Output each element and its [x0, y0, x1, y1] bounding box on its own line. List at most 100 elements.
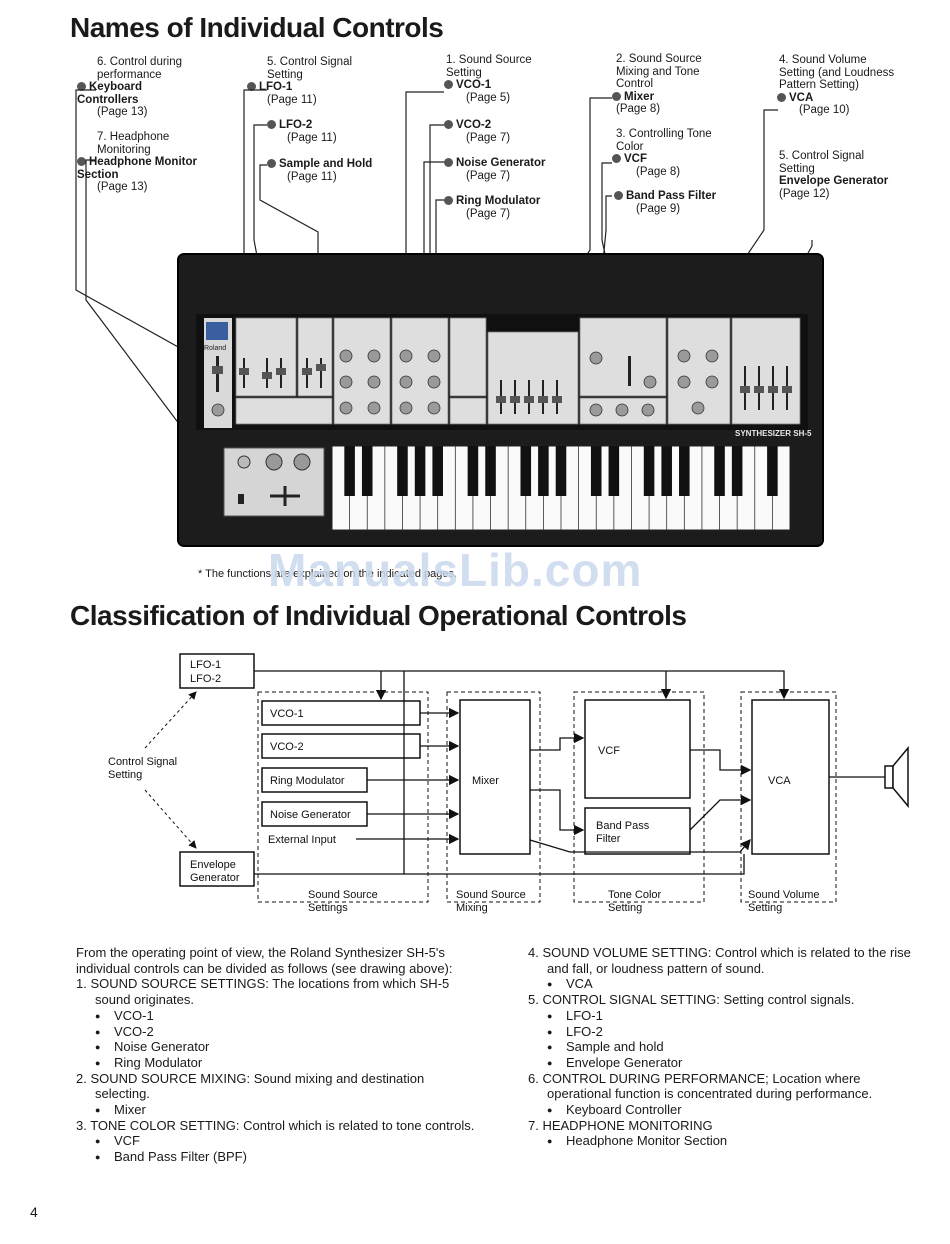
list-item: Band Pass Filter (BPF) — [76, 1149, 476, 1165]
black-key — [590, 446, 602, 496]
black-key — [555, 446, 567, 496]
knobs — [211, 349, 719, 417]
callout-ring-modulator: Ring Modulator (Page 7) — [444, 195, 540, 220]
callout-dot-icon — [77, 82, 86, 92]
diagram-vco1: VCO-1 — [270, 708, 304, 720]
callout-dot-icon — [612, 154, 621, 164]
list-item: VCA — [528, 976, 928, 992]
callout-envelope-generator: 5. Control Signal Setting Envelope Gener… — [779, 150, 889, 200]
diagram-ring-modulator: Ring Modulator — [270, 775, 345, 787]
blocks — [179, 653, 830, 887]
callout-dot-icon — [614, 191, 623, 201]
black-key — [731, 446, 743, 496]
black-key — [344, 446, 355, 496]
black-key — [467, 446, 479, 496]
diagram-lfo2: LFO-2 — [190, 673, 221, 685]
group-label-1b: Settings — [308, 902, 348, 914]
list-item: LFO-2 — [528, 1024, 928, 1040]
slider-caps — [212, 364, 792, 403]
black-key — [520, 446, 532, 496]
speaker-icon — [884, 745, 909, 809]
list-item: Sample and hold — [528, 1039, 928, 1055]
black-key — [397, 446, 408, 496]
black-key — [714, 446, 725, 496]
callout-headphone-monitor: 7. Headphone Monitoring Headphone Monito… — [77, 131, 197, 193]
callout-dot-icon — [777, 92, 786, 102]
item-6: 6. CONTROL DURING PERFORMANCE; Location … — [528, 1070, 873, 1102]
diagram-control-signal-1: Control Signal — [108, 756, 177, 768]
callout-dot-icon — [444, 196, 453, 206]
group-label-3a: Tone Color — [608, 889, 662, 901]
diagram-control-signal-2: Setting — [108, 769, 142, 781]
callout-dot-icon — [612, 91, 621, 101]
callout-dot-icon — [444, 80, 453, 90]
item-5: 5. CONTROL SIGNAL SETTING: Setting contr… — [528, 992, 855, 1008]
page-number: 4 — [30, 1204, 38, 1220]
black-key — [661, 446, 672, 496]
list-item: Ring Modulator — [76, 1055, 476, 1071]
callout-lfo1: 5. Control Signal Setting LFO-1 (Page 11… — [247, 56, 377, 106]
black-key — [767, 446, 778, 496]
diagram-vco2: VCO-2 — [270, 741, 304, 753]
callout-band-pass-filter: Band Pass Filter (Page 9) — [614, 190, 716, 215]
list-item: VCF — [76, 1133, 476, 1149]
black-key — [643, 446, 655, 496]
diagram-bpf-line1: Band Pass — [596, 820, 650, 832]
callout-lfo2: LFO-2 (Page 11) — [267, 119, 337, 144]
black-key — [608, 446, 620, 496]
callout-mixer: 2. Sound Source Mixing and Tone Control … — [612, 53, 738, 116]
callout-vco1: 1. Sound Source Setting VCO-1 (Page 5) — [444, 54, 532, 104]
item-2: 2. SOUND SOURCE MIXING: Sound mixing and… — [76, 1070, 425, 1102]
model-label: SYNTHESIZER SH-5 — [735, 429, 812, 438]
black-key — [432, 446, 443, 496]
block-diagram: LFO-1 LFO-2 VCO-1 VCO-2 Ring Modulator N… — [108, 653, 909, 914]
list-item: Mixer — [76, 1102, 476, 1118]
black-key — [538, 446, 549, 496]
item-1: 1. SOUND SOURCE SETTINGS: The locations … — [76, 976, 450, 1008]
callout-noise-generator: Noise Generator (Page 7) — [444, 157, 545, 182]
keyboard-keys — [344, 446, 778, 530]
group-label-2a: Sound Source — [456, 889, 526, 901]
group-label-4a: Sound Volume — [748, 889, 820, 901]
list-item: Keyboard Controller — [528, 1102, 928, 1118]
intro-paragraph: From the operating point of view, the Ro… — [76, 945, 453, 976]
synth-illustration: Roland SYNTHESIZER SH-5 — [75, 89, 824, 547]
callout-vca: 4. Sound Volume Setting (and Loudness Pa… — [777, 54, 895, 116]
black-key — [414, 446, 426, 496]
group-label-2b: Mixing — [456, 902, 488, 914]
signal-lines — [254, 670, 885, 875]
section-title-classification: Classification of Individual Operational… — [70, 600, 687, 631]
diagram-lfo1: LFO-1 — [190, 659, 221, 671]
item-3: 3. TONE COLOR SETTING: Control which is … — [76, 1117, 475, 1133]
diagram-vca: VCA — [768, 775, 791, 787]
list-item: VCO-1 — [76, 1008, 476, 1024]
group-label-4b: Setting — [748, 902, 782, 914]
diagram-external-input: External Input — [268, 834, 336, 846]
group-label-3b: Setting — [608, 902, 642, 914]
section-title-names: Names of Individual Controls — [70, 12, 444, 43]
callout-dot-icon — [267, 120, 276, 130]
callout-dot-icon — [267, 159, 276, 169]
list-item: Noise Generator — [76, 1039, 476, 1055]
black-key — [679, 446, 690, 496]
group-label-1a: Sound Source — [308, 889, 378, 901]
callout-sample-hold: Sample and Hold (Page 11) — [267, 158, 372, 183]
item-4: 4. SOUND VOLUME SETTING: Control which i… — [528, 945, 911, 976]
callout-dot-icon — [247, 82, 256, 92]
diagram-bpf-line2: Filter — [596, 833, 621, 845]
list-item: Headphone Monitor Section — [528, 1133, 928, 1149]
control-signal-arrows — [144, 691, 197, 849]
body-left-column: From the operating point of view, the Ro… — [76, 945, 476, 1166]
diagram-vcf: VCF — [598, 745, 620, 757]
diagram-noise-generator: Noise Generator — [270, 809, 351, 821]
body-right-column: 4. SOUND VOLUME SETTING: Control which i… — [528, 945, 928, 1150]
diagram-envelope-2: Generator — [190, 872, 240, 884]
watermark: ManualsLib.com — [268, 544, 643, 596]
brand-label: Roland — [204, 345, 226, 352]
callout-vco2: VCO-2 (Page 7) — [444, 119, 510, 144]
footnote: * The functions are explained on the ind… — [198, 568, 458, 580]
callout-keyboard-controllers: 6. Control during performance Keyboard C… — [77, 56, 183, 118]
callout-vcf: 3. Controlling Tone Color VCF (Page 8) — [612, 128, 738, 178]
callout-dot-icon — [77, 157, 86, 167]
list-item: LFO-1 — [528, 1008, 928, 1024]
